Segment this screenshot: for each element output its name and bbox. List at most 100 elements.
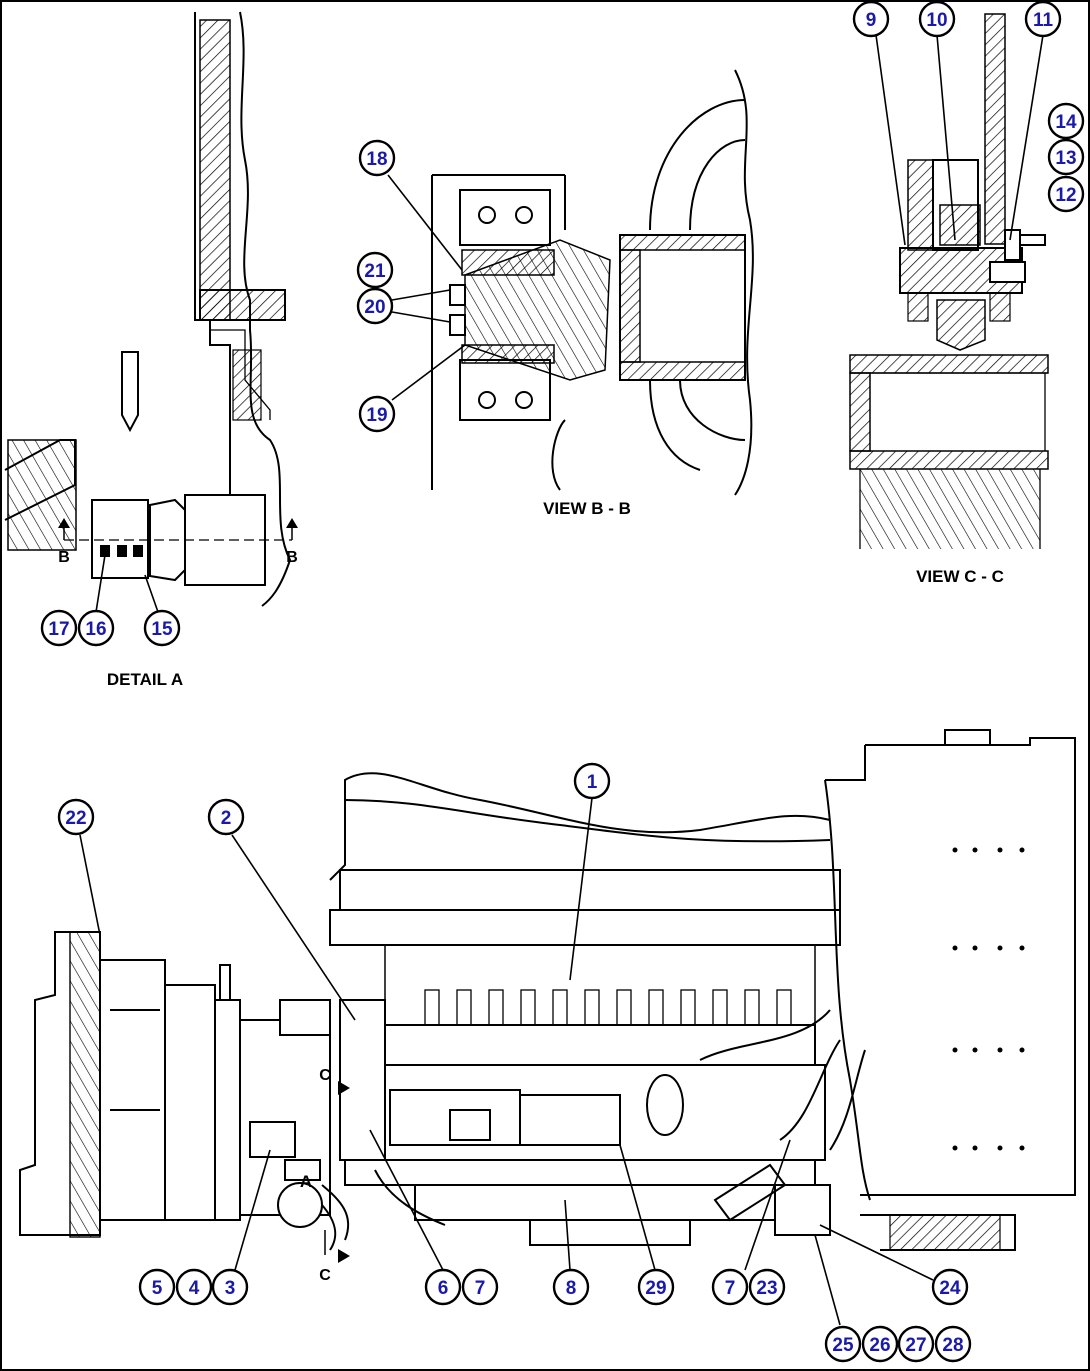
callout-18: 18 [358,139,396,177]
housing-bolt [1019,847,1025,853]
callout-23: 23 [748,1268,786,1306]
detail-a-label: DETAIL A [107,670,183,689]
housing-bolt [952,1145,958,1151]
section-mark-b-right: B [286,549,298,566]
svg-text:24: 24 [939,1278,961,1299]
callout-21: 21 [356,251,394,289]
svg-text:26: 26 [869,1335,890,1356]
housing-bolt [1019,1047,1025,1053]
housing-bolt [997,945,1003,951]
svg-text:29: 29 [645,1278,666,1299]
callout-12: 12 [1047,175,1085,213]
injector-shape [616,989,632,1026]
callout-3: 3 [211,1268,249,1306]
detail-a-marker: A [300,1172,312,1191]
housing-bolt [972,945,978,951]
svg-text:11: 11 [1033,10,1054,31]
injector-shape [584,989,600,1026]
leader-lines [79,34,1044,1326]
svg-text:12: 12 [1055,185,1076,206]
view-bb-label: VIEW B - B [543,499,631,518]
callout-27: 27 [897,1325,935,1363]
callout-1: 1 [573,762,611,800]
injector-shape [680,989,696,1026]
callout-7-b: 7 [711,1268,749,1306]
injector-shape [424,989,440,1026]
callout-13: 13 [1047,138,1085,176]
callout-4: 4 [175,1268,213,1306]
housing-bolt [972,1047,978,1053]
svg-text:5: 5 [152,1278,163,1299]
view-bb-drawing [431,69,754,496]
callout-9: 9 [852,0,890,38]
svg-text:6: 6 [438,1278,449,1299]
callout-11: 11 [1024,0,1062,38]
svg-text:27: 27 [905,1335,926,1356]
callout-7-a: 7 [461,1268,499,1306]
svg-text:13: 13 [1055,148,1076,169]
svg-text:21: 21 [364,261,386,282]
svg-text:23: 23 [756,1278,777,1299]
callout-29: 29 [637,1268,675,1306]
callout-20: 20 [356,287,394,325]
section-mark-c-top: C [319,1067,331,1084]
callout-2: 2 [207,798,245,836]
injector-shape [776,989,792,1026]
svg-text:15: 15 [151,619,173,640]
callout-26: 26 [861,1325,899,1363]
callout-24: 24 [931,1268,969,1306]
callout-22: 22 [57,798,95,836]
svg-text:19: 19 [366,405,387,426]
housing-bolt [997,847,1003,853]
callout-16: 16 [77,609,115,647]
svg-text:3: 3 [225,1278,236,1299]
svg-text:1: 1 [587,772,598,793]
callout-28: 28 [934,1325,972,1363]
svg-text:9: 9 [866,10,877,31]
main-engine-view [19,729,1076,1263]
callout-17: 17 [40,609,78,647]
svg-text:28: 28 [942,1335,963,1356]
svg-text:22: 22 [65,808,86,829]
svg-text:25: 25 [832,1335,854,1356]
housing-bolt [997,1145,1003,1151]
svg-text:2: 2 [221,808,232,829]
housing-bolt [972,1145,978,1151]
section-mark-c-bottom: C [319,1267,331,1284]
section-mark-b-left: B [58,549,70,566]
housing-bolt [997,1047,1003,1053]
svg-text:7: 7 [725,1278,736,1299]
svg-text:4: 4 [189,1278,200,1299]
callout-25: 25 [824,1325,862,1363]
callout-8: 8 [552,1268,590,1306]
callout-5: 5 [138,1268,176,1306]
svg-text:14: 14 [1055,112,1077,133]
callout-15: 15 [143,609,181,647]
callout-6: 6 [424,1268,462,1306]
svg-text:8: 8 [566,1278,577,1299]
callout-19: 19 [358,395,396,433]
view-cc-drawing [849,13,1049,549]
housing-bolt [972,847,978,853]
housing-bolt [952,847,958,853]
injector-shape [552,989,568,1026]
housing-bolt [952,1047,958,1053]
housing-bolt [1019,945,1025,951]
view-cc-label: VIEW C - C [916,567,1004,586]
injector-shape [456,989,472,1026]
housing-bolt [952,945,958,951]
svg-text:18: 18 [366,149,387,170]
svg-text:10: 10 [926,10,947,31]
injector-shape [712,989,728,1026]
callout-14: 14 [1047,102,1085,140]
svg-text:7: 7 [475,1278,486,1299]
svg-text:17: 17 [48,619,69,640]
svg-text:20: 20 [364,297,385,318]
injector-shape [520,989,536,1026]
injector-shape [648,989,664,1026]
housing-bolt [1019,1145,1025,1151]
detail-a-drawing [4,11,298,607]
callout-10: 10 [918,0,956,38]
